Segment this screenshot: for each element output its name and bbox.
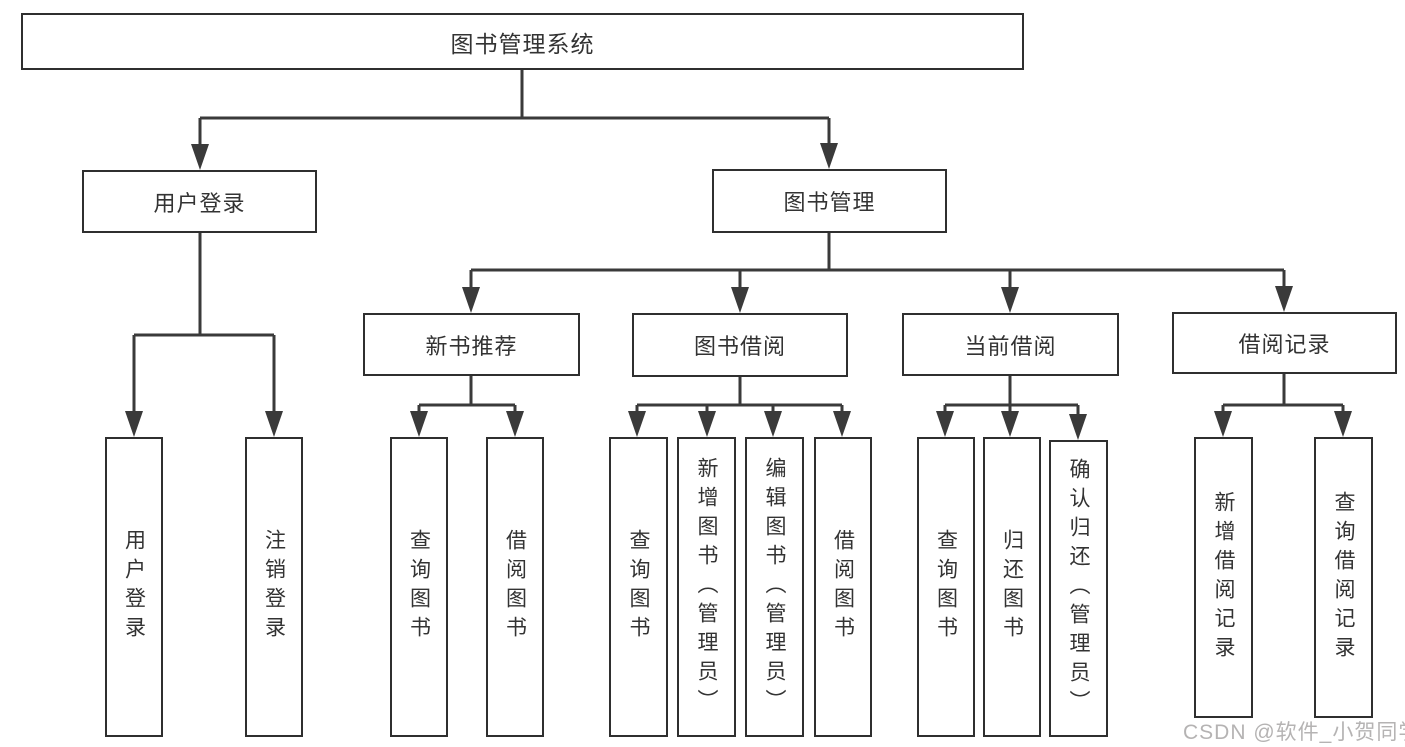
node-current-borrow: 当前借阅 — [902, 313, 1119, 376]
connector-newbook-to-leaves — [417, 376, 517, 413]
arrow-icon — [1275, 286, 1293, 312]
arrowheads — [125, 143, 1352, 440]
node-book-borrow: 图书借阅 — [632, 313, 848, 377]
arrow-icon — [1334, 411, 1352, 437]
arrow-icon — [833, 411, 851, 437]
leaf-query-borrow-record: 查询借阅记录 — [1314, 437, 1373, 718]
connector-records-to-leaves — [1221, 374, 1345, 413]
connector-bookmgmt-to-level3 — [469, 233, 1286, 289]
arrow-icon — [1001, 411, 1019, 437]
connector-current-to-leaves — [943, 376, 1080, 416]
leaf-logout: 注销登录 — [245, 437, 303, 737]
node-library-management-system: 图书管理系统 — [21, 13, 1024, 70]
arrow-icon — [191, 144, 209, 170]
arrow-icon — [936, 411, 954, 437]
node-new-book-recommend: 新书推荐 — [363, 313, 580, 376]
arrow-icon — [764, 411, 782, 437]
leaf-query-books-recommend: 查询图书 — [390, 437, 448, 737]
node-borrow-records: 借阅记录 — [1172, 312, 1397, 374]
leaf-add-book-admin: 新增图书（管理员） — [677, 437, 736, 737]
arrow-icon — [125, 411, 143, 437]
leaf-return-book: 归还图书 — [983, 437, 1041, 737]
arrow-icon — [698, 411, 716, 437]
leaf-borrow-books: 借阅图书 — [814, 437, 872, 737]
leaf-query-books-current: 查询图书 — [917, 437, 975, 737]
arrow-icon — [731, 287, 749, 313]
leaf-borrow-books-recommend: 借阅图书 — [486, 437, 544, 737]
connector-root-to-level2 — [198, 69, 831, 146]
arrow-icon — [1214, 411, 1232, 437]
leaf-add-borrow-record: 新增借阅记录 — [1194, 437, 1253, 718]
node-user-login: 用户登录 — [82, 170, 317, 233]
arrow-icon — [820, 143, 838, 169]
csdn-watermark: CSDN @软件_小贺同学 — [1183, 721, 1405, 744]
arrow-icon — [1001, 287, 1019, 313]
arrow-icon — [628, 411, 646, 437]
connector-userlogin-to-leaves — [132, 233, 276, 413]
arrow-icon — [1069, 414, 1087, 440]
leaf-confirm-return-admin: 确认归还（管理员） — [1049, 440, 1108, 737]
arrow-icon — [462, 287, 480, 313]
arrow-icon — [265, 411, 283, 437]
connector-borrow-to-leaves — [635, 377, 844, 413]
leaf-user-login: 用户登录 — [105, 437, 163, 737]
leaf-edit-book-admin: 编辑图书（管理员） — [745, 437, 804, 737]
arrow-icon — [506, 411, 524, 437]
node-book-management: 图书管理 — [712, 169, 947, 233]
arrow-icon — [410, 411, 428, 437]
leaf-query-books-borrow: 查询图书 — [609, 437, 668, 737]
